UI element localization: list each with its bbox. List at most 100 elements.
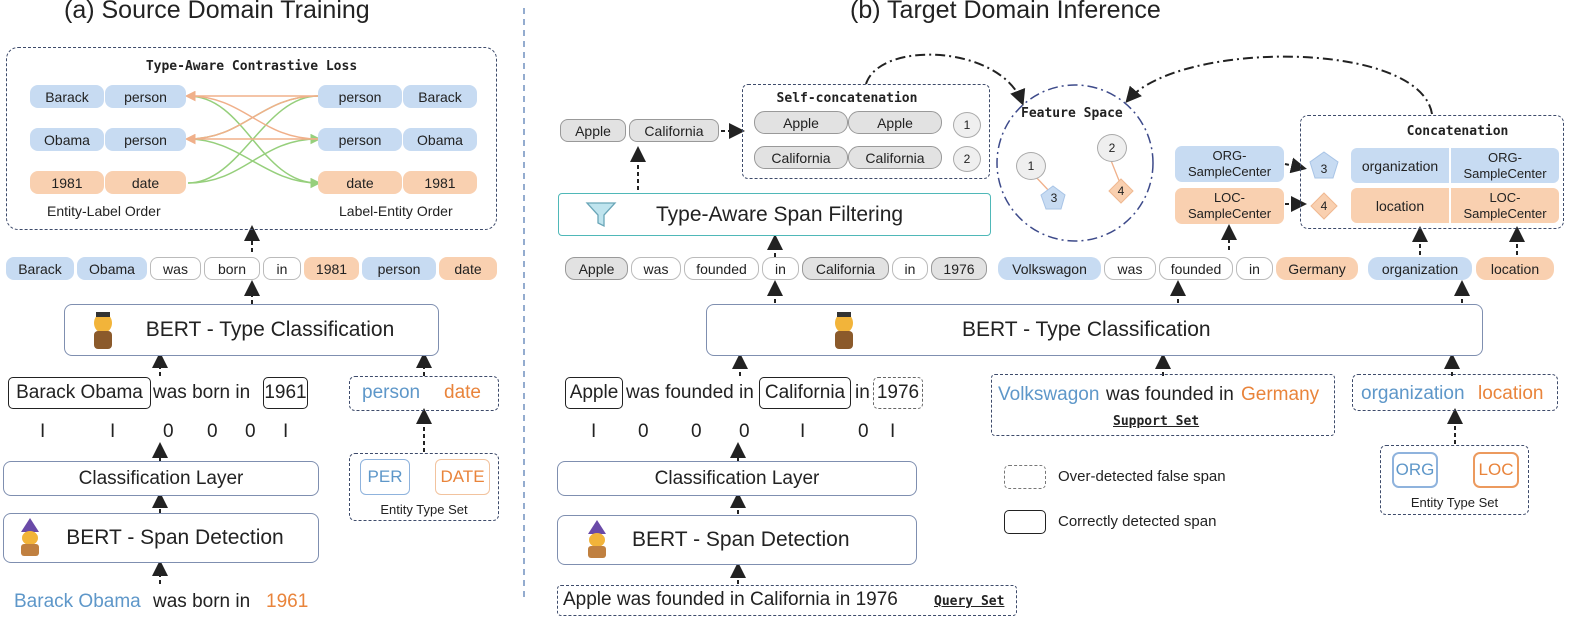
funnel-icon: [585, 199, 617, 229]
left-entity-type-set-box: [349, 453, 499, 521]
query-token-5: California: [802, 257, 889, 280]
query-token-1: Apple: [565, 257, 628, 280]
right-bio-2: 0: [638, 421, 649, 442]
left-bio-5: 0: [245, 421, 256, 442]
span-filter-label: Type-Aware Span Filtering: [656, 202, 904, 226]
left-span-year: 1961: [263, 377, 308, 409]
loss-right-entity-1: Barack: [403, 85, 477, 108]
support-entity-volkswagon: Volkswagon: [998, 384, 1100, 405]
left-bio-3: 0: [163, 421, 174, 442]
right-bert-type-box: [706, 304, 1483, 356]
loss-right-label-3: date: [318, 171, 402, 194]
self-concat-box: [742, 84, 990, 179]
concat-diamond-4: 4: [1320, 199, 1328, 213]
entity-label-order-caption: Entity-Label Order: [47, 203, 161, 219]
left-input-entity: Barack Obama: [14, 591, 141, 612]
query-token-2: was: [631, 257, 681, 280]
left-token-6: 1981: [304, 257, 359, 280]
query-span-california: California: [759, 377, 851, 409]
left-span-barack-obama: Barack Obama: [8, 377, 151, 409]
legend-dashed-swatch: [1004, 465, 1046, 489]
left-entity-type-date: DATE: [435, 459, 490, 495]
loss-left-label-1: person: [105, 85, 186, 108]
left-token-8: date: [439, 257, 497, 280]
support-entity-germany: Germany: [1241, 384, 1320, 405]
bert-character-icon: [86, 310, 120, 352]
query-span-apple: Apple: [565, 377, 623, 409]
cloud-icon-2: 2: [953, 146, 981, 172]
label-entity-order-caption: Label-Entity Order: [339, 203, 453, 219]
left-span-middle: was born in: [153, 382, 251, 403]
left-classification-box: [3, 461, 319, 496]
left-entity-type-set-caption: Entity Type Set: [380, 502, 468, 517]
loss-right-label-2: person: [318, 128, 402, 151]
selected-span-apple: Apple: [560, 119, 626, 142]
legend-correctly-detected: Correctly detected span: [1058, 513, 1217, 530]
left-bert-span-box: [3, 513, 319, 563]
left-type-date: date: [444, 382, 481, 403]
loss-left-entity-2: Obama: [30, 128, 104, 151]
query-token-7: 1976: [931, 257, 987, 280]
left-bio-6: I: [283, 421, 289, 442]
wizard-character-icon-right: [582, 520, 612, 560]
concat-loc-center: LOC- SampleCenter: [1451, 188, 1559, 223]
loss-left-entity-3: 1981: [30, 171, 104, 194]
right-bio-4: 0: [739, 421, 750, 442]
label-token-location: location: [1476, 257, 1554, 280]
left-token-7: person: [362, 257, 436, 280]
right-bio-1: I: [591, 421, 597, 442]
left-type-person: person: [362, 382, 421, 403]
left-type-token-box: [349, 376, 499, 411]
right-entity-type-org: ORG: [1392, 452, 1438, 488]
right-bio-3: 0: [691, 421, 702, 442]
self-concat-apple-2: Apple: [848, 111, 942, 134]
support-token-4: in: [1236, 257, 1273, 280]
feature-cloud-2: 2: [1097, 134, 1127, 162]
left-token-5: in: [263, 257, 301, 280]
query-token-4: in: [762, 257, 799, 280]
bert-character-icon-right: [827, 310, 861, 352]
query-input-sentence: Apple was founded in California in 1976: [563, 589, 898, 610]
support-set-box: [991, 374, 1335, 436]
loss-right-entity-3: 1981: [403, 171, 477, 194]
feature-pentagon-3: 3: [1050, 191, 1058, 205]
left-input-year: 1961: [266, 591, 309, 612]
loc-sample-center: LOC- SampleCenter: [1175, 188, 1284, 224]
left-entity-type-per: PER: [360, 459, 410, 495]
contrastive-loss-title: Type-Aware Contrastive Loss: [145, 59, 358, 74]
right-entity-type-set-caption: Entity Type Set: [1410, 495, 1499, 510]
right-type-location: location: [1478, 383, 1544, 404]
concat-title: Concatenation: [1406, 124, 1509, 139]
concat-organization: organization: [1351, 148, 1449, 183]
cloud-icon-1: 1: [953, 112, 981, 138]
loss-left-entity-1: Barack: [30, 85, 104, 108]
span-filter-box: [558, 193, 991, 236]
left-bio-2: I: [110, 421, 116, 442]
loss-left-label-3: date: [105, 171, 186, 194]
concat-location: location: [1351, 188, 1449, 223]
query-span-middle: was founded in: [626, 382, 754, 403]
left-input-middle: was born in: [153, 591, 251, 612]
right-section-title: (b) Target Domain Inference: [850, 0, 1161, 24]
left-classification-label: Classification Layer: [78, 467, 244, 489]
query-token-3: founded: [684, 257, 759, 280]
right-bert-type-label: BERT - Type Classification: [962, 318, 1211, 341]
right-bio-5: I: [800, 421, 806, 442]
support-token-2: was: [1104, 257, 1156, 280]
self-concat-apple-1: Apple: [754, 111, 848, 134]
left-bert-type-box: [64, 304, 439, 356]
left-token-4: born: [204, 257, 260, 280]
left-bio-4: 0: [207, 421, 218, 442]
support-token-5: Germany: [1276, 257, 1358, 280]
feature-cloud-1: 1: [1016, 152, 1046, 180]
selected-span-california: California: [629, 119, 719, 142]
loss-right-entity-2: Obama: [403, 128, 477, 151]
left-bio-1: I: [40, 421, 46, 442]
query-span-in: in: [855, 382, 870, 403]
right-entity-type-loc: LOC: [1473, 452, 1519, 488]
left-token-2: Obama: [77, 257, 147, 280]
feature-diamond-4: 4: [1117, 184, 1125, 198]
self-concat-title: Self-concatenation: [776, 91, 918, 106]
right-classification-label: Classification Layer: [654, 467, 820, 489]
